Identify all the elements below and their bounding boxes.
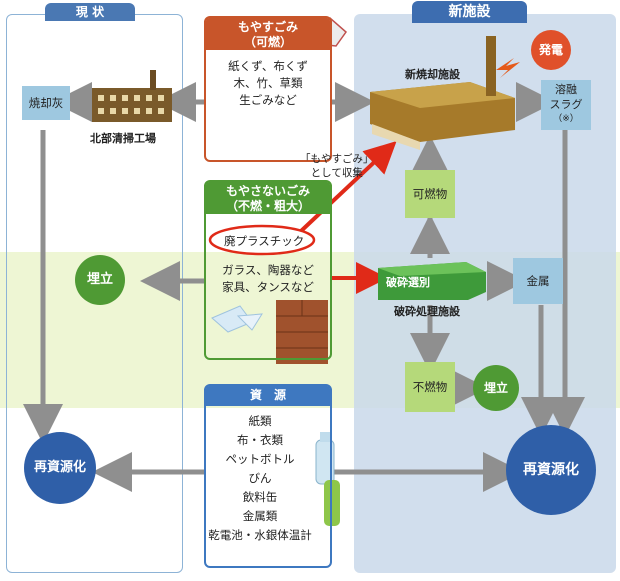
bottles-icon	[315, 432, 340, 526]
nonburnable-items: ガラス、陶器など 家具、タンスなど	[206, 262, 330, 296]
nonburnable-item: 家具、タンスなど	[222, 280, 314, 294]
left-recycle-circle: 再資源化	[24, 432, 96, 504]
slag-box: 溶融 スラグ （※）	[541, 80, 591, 130]
left-landfill-circle: 埋立	[75, 255, 125, 305]
drawers-icon	[276, 300, 328, 364]
burnable-box: もやすごみ （可燃） 紙くず、布くず 木、竹、草類 生ごみなど	[204, 16, 332, 162]
slag-line1: 溶融	[555, 83, 577, 96]
nonburnable-item: ガラス、陶器など	[222, 263, 314, 277]
right-recycle-circle: 再資源化	[506, 425, 596, 515]
resource-item: ペットボトル	[225, 452, 295, 466]
resource-item: 乾電池・水銀体温計	[208, 528, 312, 542]
current-tab: 現 状	[45, 3, 135, 21]
burnable-item: 紙くず、布くず	[228, 59, 308, 73]
collection-note-line1: 「もやすごみ」	[300, 153, 374, 165]
incinerator-icon	[370, 36, 515, 150]
burnable-item: 木、竹、草類	[233, 76, 303, 90]
resource-item: びん	[248, 471, 272, 485]
crushing-facility-icon	[378, 262, 486, 300]
crushing-facility-label: 破砕処理施設	[394, 305, 460, 318]
collection-note-line2: として収集	[310, 167, 363, 179]
collection-note: 「もやすごみ」 として収集	[300, 152, 374, 180]
incinerator-label: 新焼却施設	[405, 68, 460, 81]
resource-item: 布・衣類	[237, 433, 283, 447]
power-circle: 発電	[531, 30, 571, 70]
resources-box: 資 源	[204, 384, 332, 568]
resources-items: 紙類 布・衣類 ペットボトル びん 飲料缶 金属類 乾電池・水銀体温計	[196, 412, 324, 545]
burnable-item: 生ごみなど	[239, 93, 297, 107]
noncombustibles-box: 不燃物	[405, 362, 455, 412]
crushing-label: 破砕選別	[386, 276, 430, 289]
combustibles-box: 可燃物	[405, 170, 455, 218]
nonburnable-box: もやさないごみ （不燃・粗大）	[204, 180, 332, 360]
ash-box: 焼却灰	[22, 86, 70, 120]
burnable-subtitle: （可燃）	[243, 35, 292, 49]
north-plant-icon	[92, 70, 172, 122]
waste-plastic-label: 廃プラスチック	[224, 234, 305, 248]
broken-glass-icon	[211, 305, 263, 333]
slag-note: （※）	[553, 114, 579, 124]
slag-line2: スラグ	[549, 98, 583, 111]
metal-box: 金属	[513, 258, 563, 304]
north-plant-label: 北部清掃工場	[90, 132, 156, 145]
nonburnable-subtitle: （不燃・粗大）	[225, 199, 310, 213]
new-facility-tab: 新施設	[412, 1, 527, 23]
nonburnable-title: もやさないごみ	[225, 184, 310, 198]
resources-title: 資 源	[249, 388, 286, 402]
resource-item: 金属類	[242, 509, 278, 523]
resource-item: 飲料缶	[242, 490, 278, 504]
resource-item: 紙類	[248, 414, 272, 428]
burnable-title: もやすごみ	[237, 20, 298, 34]
right-landfill-circle: 埋立	[473, 365, 519, 411]
